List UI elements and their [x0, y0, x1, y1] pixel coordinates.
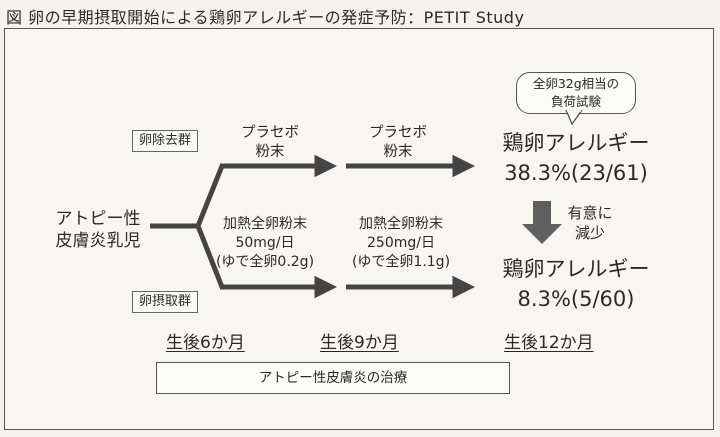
- age-12-months: 生後12か月: [504, 333, 594, 353]
- significance-label: 有意に 減少: [567, 204, 613, 242]
- result-removal-value: 38.3%(23/61): [504, 161, 648, 185]
- egg-powder-phase1-label: 加熱全卵粉末 50mg/日 (ゆで全卵0.2g): [215, 216, 315, 270]
- result-intake-label: 鶏卵アレルギー: [502, 257, 650, 281]
- result-intake-value: 8.3%(5/60): [517, 287, 635, 311]
- age-6-months: 生後6か月: [166, 333, 245, 353]
- removal-group-label: 卵除去群: [132, 130, 199, 152]
- age-9-months: 生後9か月: [320, 333, 399, 353]
- atopic-treatment-box: アトピー性皮膚炎の治療: [156, 362, 510, 394]
- figure-title: 図 卵の早期摂取開始による鶏卵アレルギーの発症予防：PETIT Study: [6, 8, 525, 27]
- placebo-phase2-label: プラセボ 粉末: [369, 125, 427, 160]
- result-removal-label: 鶏卵アレルギー: [502, 131, 650, 155]
- challenge-test-callout: 全卵32g相当の 負荷試験: [516, 72, 636, 114]
- intake-group-label: 卵摂取群: [132, 291, 199, 313]
- egg-powder-phase2-label: 加熱全卵粉末 250mg/日 (ゆで全卵1.1g): [351, 216, 451, 270]
- subject-label: アトピー性 皮膚炎乳児: [55, 209, 141, 251]
- placebo-phase1-label: プラセボ 粉末: [241, 125, 299, 160]
